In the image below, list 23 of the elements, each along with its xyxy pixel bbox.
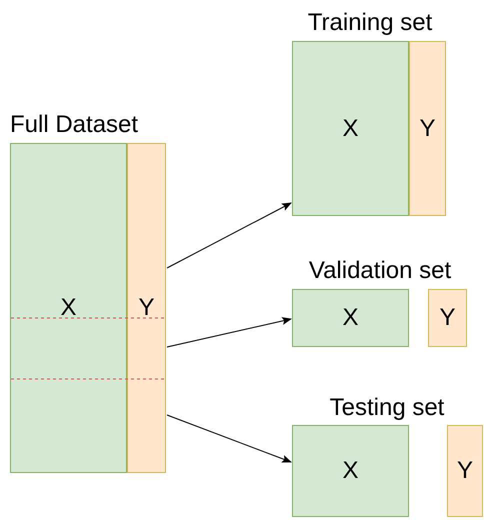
matrix-label: Y	[439, 306, 456, 330]
matrix-label: X	[60, 296, 76, 320]
matrix-label: X	[342, 306, 358, 330]
feature-matrix-box	[292, 289, 409, 347]
set-heading: Validation set	[308, 256, 452, 286]
target-column-box	[428, 289, 467, 347]
matrix-label: Y	[456, 459, 473, 483]
matrix-label: Y	[138, 296, 154, 320]
arrow	[166, 202, 292, 268]
set-heading: Testing set	[328, 393, 446, 423]
feature-matrix-box	[292, 41, 409, 216]
target-column-box	[127, 143, 166, 473]
matrix-label: X	[342, 459, 358, 483]
target-column-box	[409, 41, 446, 216]
target-column-box	[447, 425, 483, 517]
set-heading: Training set	[306, 8, 434, 38]
arrow	[166, 414, 292, 463]
feature-matrix-box	[10, 143, 127, 473]
matrix-label: Y	[419, 116, 436, 140]
feature-matrix-box	[292, 425, 409, 517]
matrix-label: X	[342, 116, 358, 140]
set-heading: Full Dataset	[10, 110, 140, 140]
arrow	[166, 317, 292, 348]
